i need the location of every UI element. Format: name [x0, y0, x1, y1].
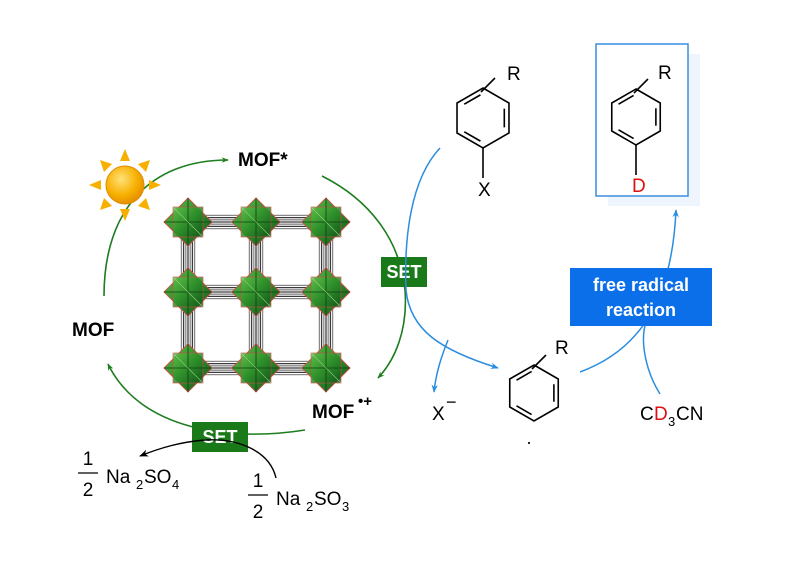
sun-icon	[89, 149, 161, 221]
free-radical-line2: reaction	[606, 300, 676, 320]
deuterated-product: R D	[595, 43, 700, 206]
svg-text:MOF: MOF	[312, 402, 354, 423]
arrow-arylhalide-to-radical	[404, 147, 499, 369]
sulfate-product: 1 2 Na 2 SO 4	[78, 449, 179, 501]
svg-text:R: R	[507, 64, 521, 85]
svg-text:3: 3	[668, 414, 675, 429]
svg-text:Na: Na	[106, 467, 131, 488]
product-box	[595, 43, 689, 197]
arrow-cd3cn-join	[642, 321, 661, 395]
svg-text:CN: CN	[676, 404, 703, 425]
svg-text:2: 2	[306, 499, 313, 514]
label-mof: MOF	[72, 320, 114, 341]
set-label-bottom: SET	[202, 427, 237, 447]
arrow-mofradical-to-mof	[107, 363, 306, 435]
radical-pathway: free radical reaction X − C D 3 CN	[404, 147, 712, 429]
svg-text:•+: •+	[358, 393, 372, 410]
aryl-radical-molecule: R ·	[508, 338, 569, 452]
svg-text:R: R	[555, 338, 569, 359]
free-radical-line1: free radical	[593, 275, 689, 295]
sulfite-reagent: 1 2 Na 2 SO 3	[248, 471, 349, 523]
svg-text:SO: SO	[144, 467, 171, 488]
svg-text:2: 2	[253, 502, 264, 523]
photocatalytic-cycle: MOF* MOF MOF •+ SET SET	[72, 150, 427, 452]
svg-text:R: R	[658, 63, 672, 84]
label-mof-star: MOF*	[238, 150, 288, 171]
set-box-bottom	[192, 422, 248, 452]
arrow-sulfite-to-sulfate	[139, 439, 277, 479]
svg-text:1: 1	[83, 449, 94, 470]
label-mof-radical-cation: MOF •+	[312, 393, 372, 423]
svg-text:4: 4	[172, 477, 179, 492]
halide-anion-charge: −	[446, 392, 457, 412]
svg-text:C: C	[640, 404, 654, 425]
sacrificial-reductant: 1 2 Na 2 SO 4 1 2 Na 2 SO 3	[78, 439, 349, 523]
arrow-to-halide	[431, 339, 449, 393]
svg-text:X: X	[478, 180, 491, 201]
svg-text:2: 2	[136, 477, 143, 492]
svg-text:3: 3	[342, 499, 349, 514]
svg-text:SO: SO	[314, 489, 341, 510]
svg-text:·: ·	[526, 432, 532, 452]
halide-anion-x: X	[432, 404, 445, 425]
svg-text:D: D	[632, 176, 646, 197]
svg-text:Na: Na	[276, 489, 301, 510]
svg-text:2: 2	[83, 480, 94, 501]
aryl-halide-molecule: R X	[456, 64, 521, 201]
set-label-top: SET	[386, 262, 421, 282]
svg-text:1: 1	[253, 471, 264, 492]
svg-text:D: D	[654, 404, 668, 425]
mof-framework-icon	[163, 197, 351, 393]
deuterated-acetonitrile: C D 3 CN	[640, 404, 703, 429]
free-radical-box	[570, 268, 712, 326]
set-box-top	[381, 257, 427, 287]
